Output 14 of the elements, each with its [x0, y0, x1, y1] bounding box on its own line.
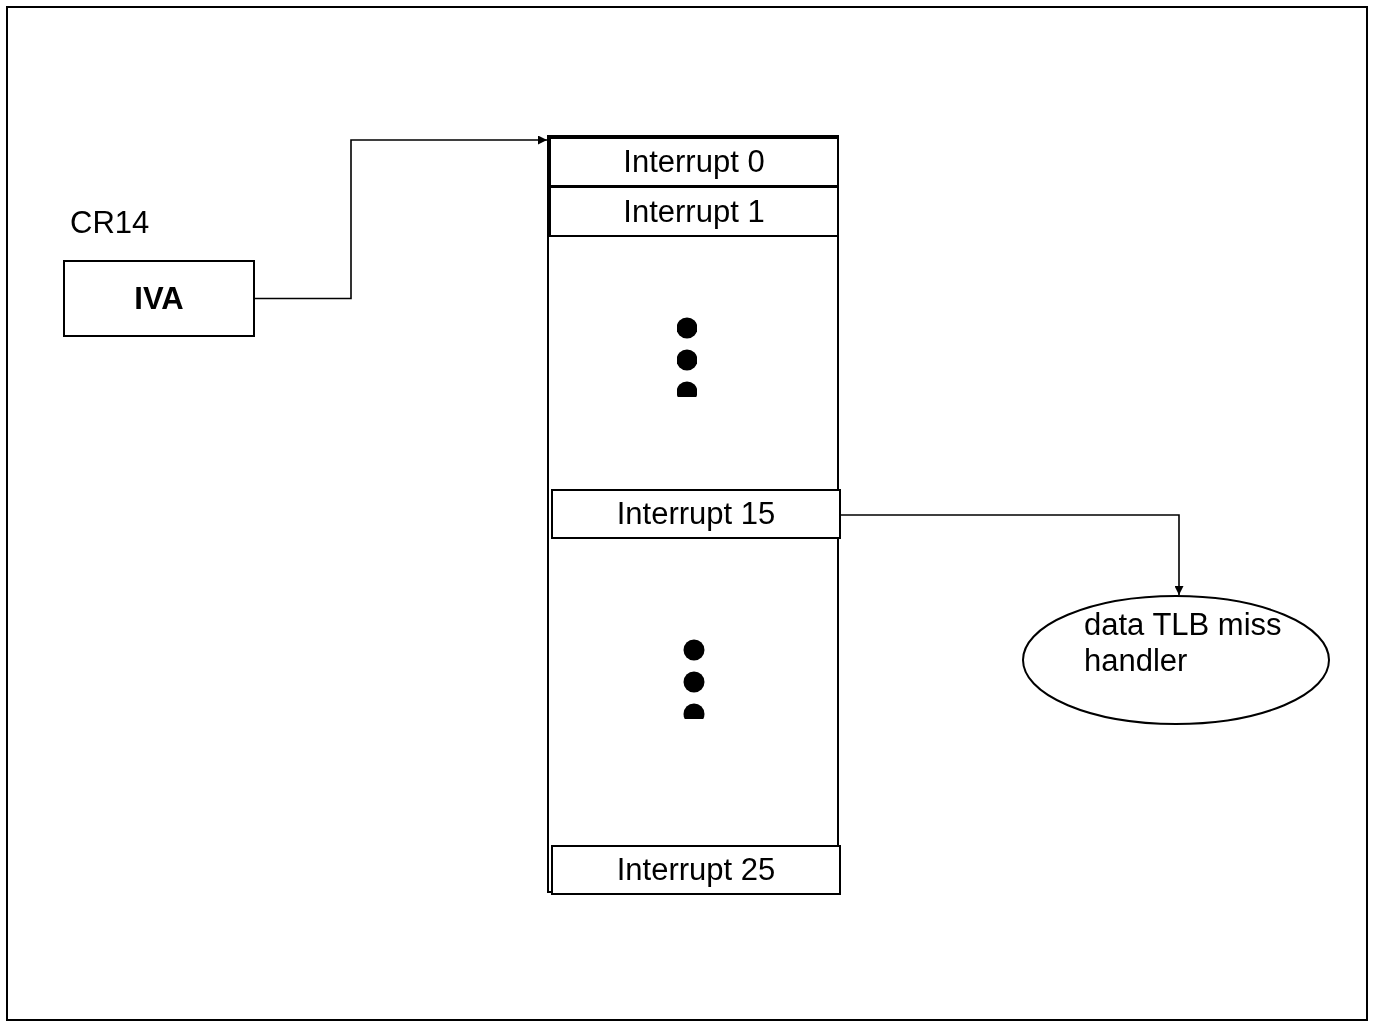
register-name: CR14: [70, 205, 150, 241]
vector-table: [547, 135, 839, 893]
arrow: [254, 135, 548, 300]
row-label: Interrupt 1: [623, 193, 765, 230]
handler-ellipse: [1022, 595, 1330, 725]
row-label: Interrupt 0: [623, 144, 765, 180]
table-row: [549, 137, 839, 187]
row-label: Interrupt 15: [616, 496, 776, 532]
handler-label: data TLB miss handler: [1084, 607, 1283, 679]
table-row: [551, 845, 841, 895]
table-row: [551, 489, 841, 539]
row-label: Interrupt 25: [616, 852, 776, 888]
register-field: IVA: [134, 280, 184, 317]
table-row: [549, 186, 839, 237]
